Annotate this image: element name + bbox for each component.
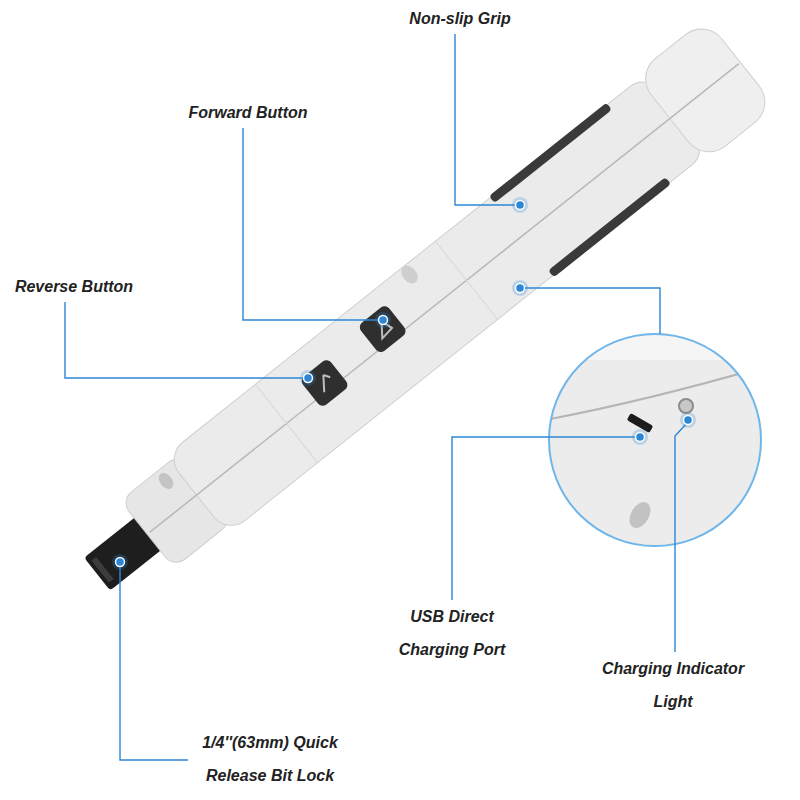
vent-hole [398,262,421,286]
dot-glow [512,280,528,296]
body-joint [435,241,497,319]
leader-line [455,34,520,205]
callout-label: Reverse Button [4,270,144,303]
leader-line [675,422,688,652]
dot-marker [684,416,693,425]
zoom-detail [540,330,780,546]
button-glyph [316,373,336,393]
dot-marker [304,374,313,383]
grip-strip [548,177,671,277]
dot-marker [379,316,388,325]
leader-line [243,128,383,320]
leader-line [520,288,660,334]
dot-glow [680,412,696,428]
dot-marker [636,433,645,442]
dot-glow [632,429,648,445]
callout-label: 1/4''(63mm) Quick Release Bit Lock [180,726,360,792]
indicator-light [679,399,693,413]
dot-glow [375,312,391,328]
bit-highlight [92,557,114,583]
dot-glow [112,554,128,570]
forward-button [357,304,408,355]
leader-line [452,437,640,600]
grip-strip [489,103,612,203]
body-joint [255,384,317,462]
dot-markers [112,197,696,570]
callout-label: Forward Button [173,96,323,129]
callout-label: Non-slip Grip [395,2,525,35]
dot-marker [116,558,125,567]
zoom-hole [625,498,655,531]
leader-line [120,562,188,760]
zoom-border [549,334,761,546]
screwdriver-body [62,19,775,618]
callout-label: USB Direct Charging Port [382,600,522,666]
zoom-ground [549,334,761,546]
vent-hole [156,470,177,492]
leader-lines [65,34,688,760]
callout-label: Charging Indicator Light [598,652,748,718]
dot-glow [512,197,528,213]
dot-glow [300,370,316,386]
leader-line [65,302,308,378]
reverse-button [299,358,350,409]
dot-marker [516,201,525,210]
dot-marker [516,284,525,293]
